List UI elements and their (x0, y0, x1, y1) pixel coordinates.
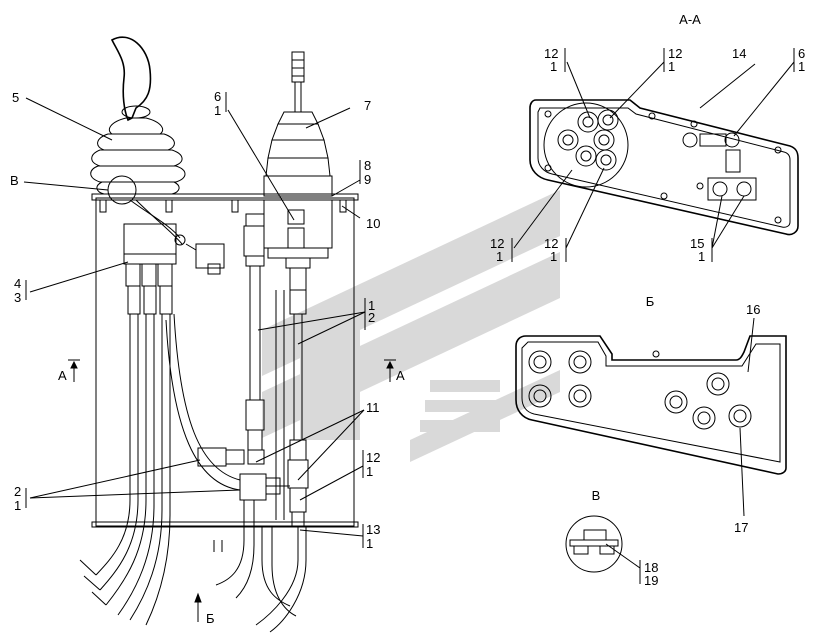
section-arrow-a-right (384, 359, 396, 382)
fittings-top (243, 209, 305, 267)
watermark-logo (262, 190, 560, 462)
arrow-label-a-left: А (58, 368, 67, 383)
callout-5: 5 (12, 90, 19, 105)
section-arrow-b-bottom (194, 592, 202, 622)
callout-v: В (10, 173, 19, 188)
arrow-label-a-right: А (396, 368, 405, 383)
hose-bundle-right (213, 500, 307, 633)
hose-fittings-left (125, 263, 173, 315)
arrow-label-b-bottom: Б (206, 611, 215, 626)
v-leaders (605, 543, 641, 584)
view-title-aa: А-А (679, 12, 701, 27)
electric-connector (195, 243, 225, 269)
b-callout-17: 17 (734, 520, 748, 535)
callout-2-mid: 2 (368, 310, 375, 325)
callout-2-left: 2 (14, 484, 21, 499)
section-arrow-a-left (68, 359, 80, 382)
aa-callout-12b: 12 (668, 46, 682, 61)
callout-9: 9 (364, 172, 371, 187)
callout-8: 8 (364, 158, 371, 173)
aa-callout-1d: 1 (496, 249, 503, 264)
view-v (565, 515, 623, 573)
callout-4: 4 (14, 276, 21, 291)
port-cluster (557, 109, 619, 171)
aa-callout-15: 15 (690, 236, 704, 251)
aa-callout-1c: 1 (798, 59, 805, 74)
joystick-7 (263, 51, 333, 259)
aa-callout-12e: 12 (544, 236, 558, 251)
plate-bolts (99, 199, 347, 213)
tee-fittings (197, 447, 290, 501)
callout-7: 7 (364, 98, 371, 113)
aa-callout-6: 6 (798, 46, 805, 61)
v-callout-19: 19 (644, 573, 658, 588)
view-title-v: В (592, 488, 601, 503)
bottom-plate (91, 521, 359, 528)
top-plate (91, 193, 359, 201)
view-title-b: Б (646, 294, 655, 309)
callout-11: 11 (366, 400, 380, 415)
aa-callout-14: 14 (732, 46, 746, 61)
leader-lines (23, 92, 366, 548)
aa-fittings (682, 132, 757, 201)
callout-12-main: 12 (366, 450, 380, 465)
b-callout-16: 16 (746, 302, 760, 317)
callout-1-mid: 1 (368, 298, 375, 313)
callout-1-main: 1 (366, 464, 373, 479)
aa-callout-1e: 1 (550, 249, 557, 264)
callout-10: 10 (366, 216, 380, 231)
aa-callout-12c: 12 (490, 236, 504, 251)
view-b (515, 335, 787, 475)
callout-1-bottom: 1 (366, 536, 373, 551)
callout-1-top: 1 (214, 103, 221, 118)
joystick-boot (90, 117, 186, 195)
joystick-body (123, 223, 177, 255)
b-leaders (739, 317, 755, 517)
joystick-handle (110, 36, 152, 122)
v-callout-18: 18 (644, 560, 658, 575)
aa-holes (544, 110, 782, 224)
aa-callout-12a: 12 (544, 46, 558, 61)
callout-13: 13 (366, 522, 380, 537)
callout-6: 6 (214, 89, 221, 104)
callout-1-left: 1 (14, 498, 21, 513)
aa-callout-1a: 1 (550, 59, 557, 74)
main-assembly (79, 36, 359, 633)
callout-3: 3 (14, 290, 21, 305)
aa-leaders (511, 48, 795, 262)
labels: А-А Б В А А Б 5 В 4 3 6 1 7 8 9 10 1 2 1… (10, 12, 805, 626)
housing (95, 197, 355, 527)
aa-callout-1f: 1 (698, 249, 705, 264)
view-aa (529, 99, 799, 236)
aa-callout-1b: 1 (668, 59, 675, 74)
hose-bundle-left (79, 314, 171, 626)
b-ports (528, 350, 752, 430)
